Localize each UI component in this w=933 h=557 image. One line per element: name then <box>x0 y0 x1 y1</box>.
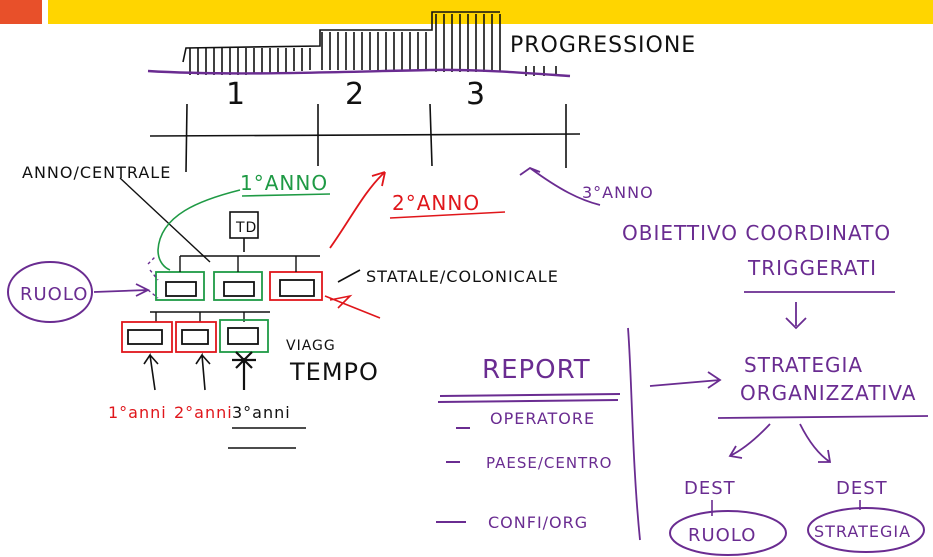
objective-label: OBIETTIVO COORDINATO <box>622 221 891 245</box>
ruolo-right-circle <box>669 510 787 556</box>
third-year-arrow <box>519 166 601 206</box>
header-accent-square <box>0 0 42 24</box>
strategy-line2: ORGANIZZATIVA <box>740 381 916 405</box>
strategy-line1: STRATEGIA <box>744 353 863 377</box>
report-title: REPORT <box>482 355 591 385</box>
timeline-axis <box>149 103 581 173</box>
dest-a-label: DEST <box>684 478 736 499</box>
strategia-circle <box>807 507 925 553</box>
td-label: TD <box>235 220 257 236</box>
tempo-label: TEMPO <box>289 358 379 386</box>
trigger-label: TRIGGERATI <box>747 256 877 280</box>
annual-central-arrow <box>119 177 211 263</box>
person-glyph <box>232 351 256 390</box>
year2-label: 2°ANNO <box>392 191 480 215</box>
level2-boxes <box>155 271 323 301</box>
ruolo-left-label: RUOLO <box>20 284 88 305</box>
bottom-label-2: 2°anni <box>174 403 233 422</box>
bottom-label-1: 1°anni <box>108 403 167 422</box>
ruolo-arrow <box>93 283 151 297</box>
dest-b-label: DEST <box>836 478 888 499</box>
progression-underline <box>147 68 571 78</box>
up-arrow-2 <box>195 352 211 391</box>
ruolo-right-label: RUOLO <box>688 525 756 546</box>
level3-boxes <box>121 319 269 353</box>
year3-label: 3°ANNO <box>582 183 654 202</box>
year1-label: 1°ANNO <box>240 171 328 195</box>
year-3-label: 3 <box>466 77 486 112</box>
annual-central-label: ANNO/CENTRALE <box>22 163 171 182</box>
progression-label: PROGRESSIONE <box>510 33 696 58</box>
progression-hatching <box>182 11 557 76</box>
year-2-label: 2 <box>345 77 365 112</box>
red-arrow-down <box>324 294 381 319</box>
stacked-label: STATALE/COLONICALE <box>366 267 559 286</box>
strategia-circle-label: STRATEGIA <box>814 522 911 541</box>
report-item-2: PAESE/CENTRO <box>486 454 612 472</box>
red-arrow-up <box>329 171 386 249</box>
up-arrow-1 <box>143 352 159 391</box>
report-arrow <box>649 371 722 389</box>
green-arrow <box>157 189 241 271</box>
year-1-label: 1 <box>226 77 246 112</box>
down-arrow <box>785 302 807 330</box>
small-label: VIAGG <box>286 338 336 354</box>
report-item-1: OPERATORE <box>490 409 595 428</box>
report-item-3: CONFI/ORG <box>488 513 588 532</box>
ruolo-left-circle <box>7 261 93 323</box>
report-bracket <box>627 327 641 541</box>
bottom-label-3: 3°anni <box>232 403 291 422</box>
